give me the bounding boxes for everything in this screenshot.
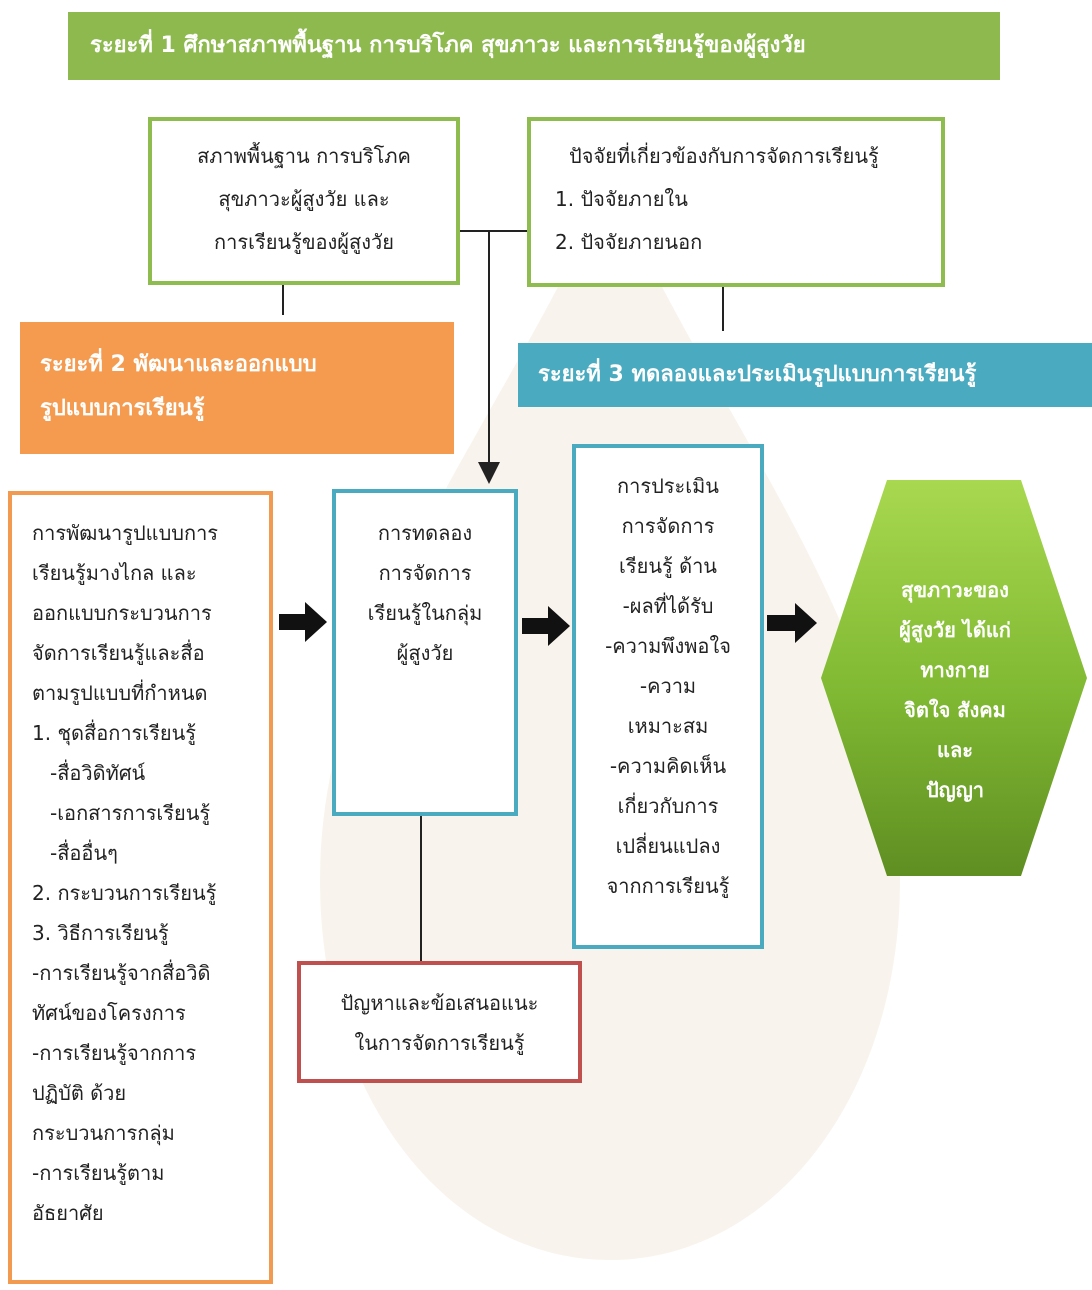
evaluation-box: การประเมิน การจัดการ เรียนรู้ ด้าน -ผลที…	[572, 444, 764, 949]
outcome-line-4: จิตใจ สังคม	[904, 698, 1006, 722]
dev-line-1: การพัฒนารูปแบบการ	[32, 521, 219, 545]
outcome-hexagon	[821, 480, 1087, 876]
evaluation-line-4: -ผลที่ได้รับ	[622, 594, 714, 618]
outcome-text: สุขภาวะของ ผู้สูงวัย ได้แก่ ทางกาย จิตใจ…	[860, 570, 1050, 810]
dev-line-18: อัธยาศัย	[32, 1201, 104, 1225]
phase-2-banner: ระยะที่ 2 พัฒนาและออกแบบ รูปแบบการเรียนร…	[20, 322, 454, 454]
dev-line-5: ตามรูปแบบที่กำหนด	[32, 681, 208, 705]
connector-down-to-experiment	[488, 231, 490, 469]
phase-2-title-line-2: รูปแบบการเรียนรู้	[40, 396, 205, 421]
phase-2-title-line-1: ระยะที่ 2 พัฒนาและออกแบบ	[40, 352, 317, 377]
development-box: การพัฒนารูปแบบการ เรียนรู้มางไกล และ ออก…	[8, 491, 273, 1284]
baseline-line-3: การเรียนรู้ของผู้สูงวัย	[214, 230, 394, 254]
baseline-study-box: สภาพพื้นฐาน การบริโภค สุขภาวะผู้สูงวัย แ…	[148, 117, 460, 285]
arrow-right-icon	[522, 606, 570, 646]
experiment-line-3: เรียนรู้ในกลุ่ม	[367, 601, 483, 625]
factors-item-2: 2. ปัจจัยภายนอก	[555, 230, 703, 254]
arrow-right-icon	[279, 602, 327, 642]
experiment-line-4: ผู้สูงวัย	[396, 641, 454, 665]
evaluation-line-9: เกี่ยวกับการ	[617, 794, 719, 818]
dev-line-3: ออกแบบกระบวนการ	[32, 601, 212, 625]
experiment-box: การทดลอง การจัดการ เรียนรู้ในกลุ่ม ผู้สู…	[332, 489, 518, 816]
experiment-line-2: การจัดการ	[378, 561, 472, 585]
dev-line-9: -สื่ออื่นๆ	[50, 841, 118, 865]
evaluation-line-10: เปลี่ยนแปลง	[615, 834, 721, 858]
arrow-right-icon	[767, 603, 817, 643]
arrow-down-icon	[478, 462, 500, 484]
problems-line-2: ในการจัดการเรียนรู้	[354, 1031, 525, 1055]
dev-line-6: 1. ชุดสื่อการเรียนรู้	[32, 721, 197, 745]
baseline-line-2: สุขภาวะผู้สูงวัย และ	[218, 187, 390, 211]
connector-baseline-phase2	[282, 285, 284, 315]
dev-line-13: ทัศน์ของโครงการ	[32, 1001, 186, 1025]
connector-experiment-problems	[420, 816, 422, 961]
phase-1-title: ระยะที่ 1 ศึกษาสภาพพื้นฐาน การบริโภค สุข…	[90, 33, 806, 58]
dev-line-16: กระบวนการกลุ่ม	[32, 1121, 175, 1145]
evaluation-line-8: -ความคิดเห็น	[609, 754, 727, 778]
dev-line-12: -การเรียนรู้จากสื่อวิดิ	[32, 961, 211, 985]
evaluation-line-5: -ความพึงพอใจ	[605, 634, 731, 658]
evaluation-line-2: การจัดการ	[621, 514, 715, 538]
outcome-line-6: ปัญญา	[925, 778, 984, 802]
evaluation-line-7: เหมาะสม	[627, 714, 709, 738]
outcome-line-3: ทางกาย	[920, 658, 990, 682]
dev-line-10: 2. กระบวนการเรียนรู้	[32, 881, 217, 905]
outcome-line-5: และ	[937, 738, 973, 762]
factors-item-1: 1. ปัจจัยภายใน	[555, 187, 688, 211]
related-factors-box: ปัจจัยที่เกี่ยวข้องกับการจัดการเรียนรู้ …	[527, 117, 945, 287]
outcome-line-2: ผู้สูงวัย ได้แก่	[899, 618, 1011, 642]
dev-line-7: -สื่อวิดิทัศน์	[50, 761, 146, 785]
phase-3-banner: ระยะที่ 3 ทดลองและประเมินรูปแบบการเรียนร…	[518, 343, 1092, 407]
evaluation-line-6: -ความ	[639, 674, 697, 698]
outcome-line-1: สุขภาวะของ	[901, 578, 1009, 602]
dev-line-4: จัดการเรียนรู้และสื่อ	[32, 641, 205, 665]
baseline-line-1: สภาพพื้นฐาน การบริโภค	[197, 144, 411, 168]
evaluation-line-3: เรียนรู้ ด้าน	[619, 554, 717, 578]
evaluation-line-11: จากการเรียนรู้	[606, 874, 730, 898]
evaluation-line-1: การประเมิน	[617, 474, 719, 498]
factors-title: ปัจจัยที่เกี่ยวข้องกับการจัดการเรียนรู้	[569, 144, 879, 168]
dev-line-17: -การเรียนรู้ตาม	[32, 1161, 165, 1185]
dev-line-8: -เอกสารการเรียนรู้	[50, 801, 211, 825]
dev-line-11: 3. วิธีการเรียนรู้	[32, 921, 169, 945]
dev-line-2: เรียนรู้มางไกล และ	[32, 561, 197, 585]
problems-suggestions-box: ปัญหาและข้อเสนอแนะ ในการจัดการเรียนรู้	[297, 961, 582, 1083]
phase-1-banner: ระยะที่ 1 ศึกษาสภาพพื้นฐาน การบริโภค สุข…	[68, 12, 1000, 80]
dev-line-14: -การเรียนรู้จากการ	[32, 1041, 197, 1065]
problems-line-1: ปัญหาและข้อเสนอแนะ	[340, 991, 539, 1015]
dev-line-15: ปฏิบัติ ด้วย	[32, 1081, 127, 1105]
connector-factors-phase3	[722, 287, 724, 331]
phase-3-title: ระยะที่ 3 ทดลองและประเมินรูปแบบการเรียนร…	[538, 362, 977, 387]
connector-baseline-factors	[460, 230, 527, 232]
experiment-line-1: การทดลอง	[377, 521, 473, 545]
